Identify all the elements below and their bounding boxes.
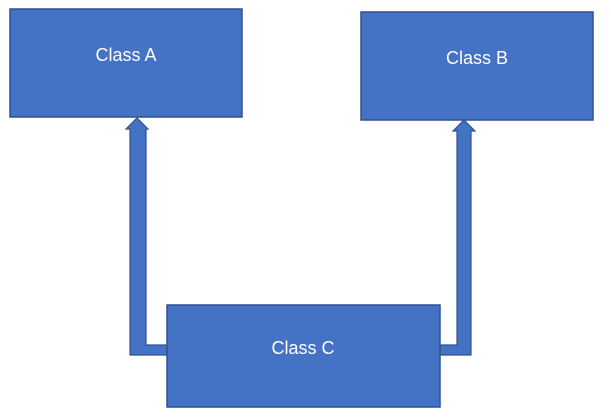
class-c-node[interactable]: Class C [166, 304, 441, 408]
class-b-label: Class B [446, 48, 508, 68]
class-a-node[interactable]: Class A [9, 8, 243, 118]
connector-c-to-b [439, 119, 477, 356]
class-c-box [166, 304, 441, 408]
class-b-node[interactable]: Class B [360, 11, 594, 121]
class-a-box [9, 8, 243, 118]
connector-c-to-a [124, 117, 168, 356]
class-b-box [360, 11, 594, 121]
class-a-label: Class A [95, 45, 156, 65]
class-c-label: Class C [271, 338, 334, 358]
